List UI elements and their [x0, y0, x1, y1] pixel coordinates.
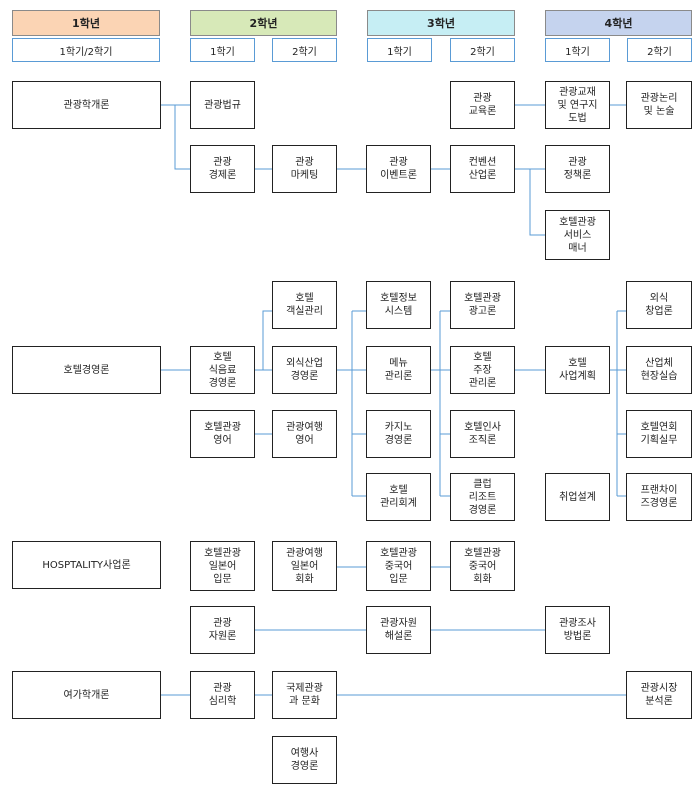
course-jp-conv: 관광여행 일본어 회화 [272, 541, 337, 591]
course-franchise: 프랜차이 즈경영론 [626, 473, 692, 521]
course-hotel-kitchen: 호텔 주장 관리론 [450, 346, 515, 394]
year-2-semester-1: 1학기 [190, 38, 255, 62]
course-jp-intro: 호텔관광 일본어 입문 [190, 541, 255, 591]
year-2-semester-2: 2학기 [272, 38, 337, 62]
course-hotel-mgmt: 호텔경영론 [12, 346, 161, 394]
course-hotel-service: 호텔관광 서비스 매너 [545, 210, 610, 260]
course-hotel-english: 호텔관광 영어 [190, 410, 255, 458]
course-hotel-room: 호텔 객실관리 [272, 281, 337, 329]
course-hotel-info: 호텔정보 시스템 [366, 281, 431, 329]
course-hotel-hr: 호텔인사 조직론 [450, 410, 515, 458]
course-tourism-econ: 관광 경제론 [190, 145, 255, 193]
year-2-header: 2학년 [190, 10, 337, 36]
year-4-semester-1: 1학기 [545, 38, 610, 62]
course-foodservice: 외식산업 경영론 [272, 346, 337, 394]
course-cn-intro: 호텔관광 중국어 입문 [366, 541, 431, 591]
course-career: 취업설계 [545, 473, 610, 521]
course-psychology: 관광 심리학 [190, 671, 255, 719]
year-4-header: 4학년 [545, 10, 692, 36]
course-menu-mgmt: 메뉴 관리론 [366, 346, 431, 394]
course-tourism-event: 관광 이벤트론 [366, 145, 431, 193]
course-convention: 컨벤션 산업론 [450, 145, 515, 193]
course-resources-interp: 관광자원 해설론 [366, 606, 431, 654]
course-hotel-accounting: 호텔 관리회계 [366, 473, 431, 521]
year-1-header: 1학년 [12, 10, 160, 36]
course-leisure-intro: 여가학개론 [12, 671, 161, 719]
course-banquet: 호텔연회 기획실무 [626, 410, 692, 458]
course-field-practice: 산업체 현장실습 [626, 346, 692, 394]
course-tourism-intro: 관광학개론 [12, 81, 161, 129]
year-3-semester-1: 1학기 [367, 38, 432, 62]
course-tourism-marketing: 관광 마케팅 [272, 145, 337, 193]
year-1-semester: 1학기/2학기 [12, 38, 160, 62]
course-intl-culture: 국제관광 과 문화 [272, 671, 337, 719]
course-club-resort: 클럽 리조트 경영론 [450, 473, 515, 521]
course-hotel-ad: 호텔관광 광고론 [450, 281, 515, 329]
course-hotel-food: 호텔 식음료 경영론 [190, 346, 255, 394]
course-travel-english: 관광여행 영어 [272, 410, 337, 458]
course-hospitality: HOSPTALITY사업론 [12, 541, 161, 589]
year-3-semester-2: 2학기 [450, 38, 515, 62]
course-tourism-law: 관광법규 [190, 81, 255, 129]
course-tourism-logic: 관광논리 및 논술 [626, 81, 692, 129]
course-resources: 관광 자원론 [190, 606, 255, 654]
course-tourism-policy: 관광 정책론 [545, 145, 610, 193]
course-tourism-teaching: 관광교재 및 연구지 도법 [545, 81, 610, 129]
year-4-semester-2: 2학기 [627, 38, 692, 62]
year-3-header: 3학년 [367, 10, 515, 36]
course-travel-agency: 여행사 경영론 [272, 736, 337, 784]
course-hotel-business: 호텔 사업계획 [545, 346, 610, 394]
course-cn-conv: 호텔관광 중국어 회화 [450, 541, 515, 591]
course-research-methods: 관광조사 방법론 [545, 606, 610, 654]
course-market-analysis: 관광시장 분석론 [626, 671, 692, 719]
course-tourism-edu: 관광 교육론 [450, 81, 515, 129]
course-food-startup: 외식 창업론 [626, 281, 692, 329]
course-casino: 카지노 경영론 [366, 410, 431, 458]
